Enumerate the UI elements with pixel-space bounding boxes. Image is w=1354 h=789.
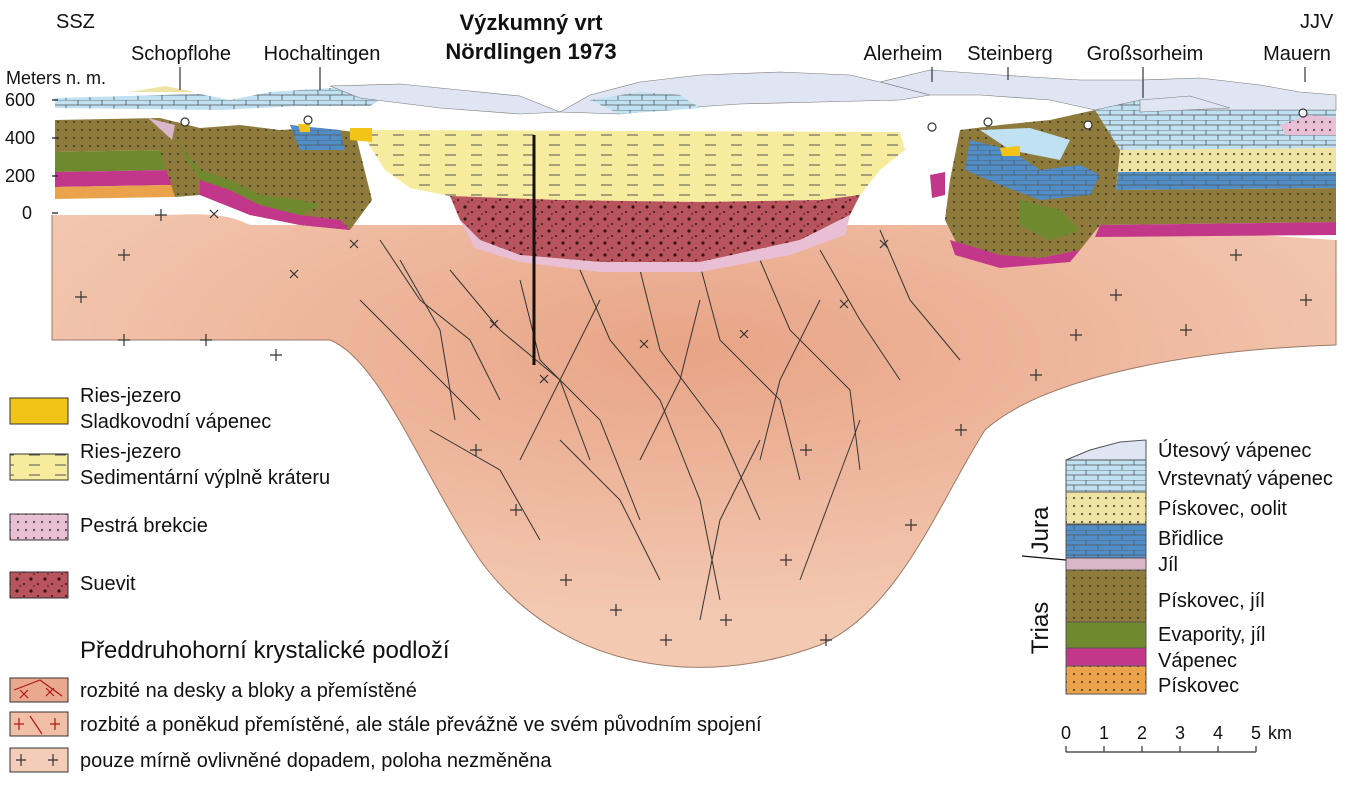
scale-bar xyxy=(1065,746,1257,753)
strat-label-shale: Břidlice xyxy=(1158,528,1224,550)
scale-tick-5: 5 xyxy=(1251,723,1261,743)
strat-limestone xyxy=(1065,647,1147,667)
legend-left: Ries-jezero Sladkovodní vápenec Ries-jez… xyxy=(9,385,762,773)
strat-label-limestone: Vápenec xyxy=(1158,650,1237,672)
strat-clay xyxy=(1065,557,1147,571)
strat-label-reef-limestone: Útesový vápenec xyxy=(1158,439,1311,462)
elevation-tick-0: 0 xyxy=(22,203,32,223)
basement-label-2: rozbité a poněkud přemístěné, ale stále … xyxy=(80,714,762,736)
title-line-2: Nördlingen 1973 xyxy=(445,39,616,64)
scale-tick-1: 1 xyxy=(1099,723,1109,743)
legend-label-breccia: Pestrá brekcie xyxy=(80,515,208,537)
strat-label-bedded-limestone: Vrstevnatý vápenec xyxy=(1158,468,1333,490)
place-schopflohe: Schopflohe xyxy=(131,43,231,65)
strat-evaporites xyxy=(1065,621,1147,649)
fracture-lines xyxy=(359,229,961,621)
elevation-axis xyxy=(52,99,58,214)
scale-unit: km xyxy=(1268,723,1292,743)
period-trias: Trias xyxy=(1027,602,1054,654)
legend-swatch-freshwater-limestone xyxy=(9,397,69,425)
basement-label-3: pouze mírně ovlivněné dopadem, poloha ne… xyxy=(80,750,552,772)
strat-label-sandstone-clay: Pískovec, jíl xyxy=(1158,590,1265,612)
strat-label-clay: Jíl xyxy=(1158,554,1178,576)
direction-left: SSZ xyxy=(56,11,95,33)
elevation-tick-200: 200 xyxy=(5,166,35,186)
place-grosssorheim: Großsorheim xyxy=(1087,43,1204,65)
strat-reef-limestone xyxy=(1065,439,1147,461)
legend-label-freshwater-limestone-1: Ries-jezero xyxy=(80,385,181,407)
basement-label-1: rozbité na desky a bloky a přemístěné xyxy=(80,680,417,702)
scale-tick-2: 2 xyxy=(1137,723,1147,743)
place-markers xyxy=(179,67,1308,132)
scale-tick-4: 4 xyxy=(1213,723,1223,743)
basement-body xyxy=(52,214,1336,668)
crater-fill xyxy=(298,124,1020,272)
strat-label-evaporites: Evapority, jíl xyxy=(1158,624,1265,646)
place-steinberg: Steinberg xyxy=(967,43,1053,65)
scale-tick-3: 3 xyxy=(1175,723,1185,743)
scale-tick-0: 0 xyxy=(1061,723,1071,743)
strat-column xyxy=(1021,439,1147,695)
period-jura: Jura xyxy=(1027,506,1054,553)
legend-label-freshwater-limestone-2: Sladkovodní vápenec xyxy=(80,411,271,433)
basement-swatch-1 xyxy=(9,677,69,703)
title-line-1: Výzkumný vrt xyxy=(459,10,603,35)
place-alerheim: Alerheim xyxy=(864,43,943,65)
place-hochaltingen: Hochaltingen xyxy=(264,43,381,65)
strat-label-sandstone: Pískovec xyxy=(1158,675,1239,697)
basement-heading: Předdruhohorní krystalické podloží xyxy=(80,637,450,664)
legend-label-crater-fill-1: Ries-jezero xyxy=(80,441,181,463)
left-strata xyxy=(55,83,561,230)
direction-right: JJV xyxy=(1300,11,1334,33)
elevation-tick-400: 400 xyxy=(5,128,35,148)
right-strata xyxy=(558,69,1337,268)
strat-label-sandstone-oolite: Pískovec, oolit xyxy=(1158,498,1287,520)
basement-markers xyxy=(75,209,1312,646)
place-mauern: Mauern xyxy=(1263,43,1331,65)
legend-label-suevite: Suevit xyxy=(80,573,136,595)
elevation-tick-600: 600 xyxy=(5,90,35,110)
elevation-label: Meters n. m. xyxy=(6,68,106,88)
legend-label-crater-fill-2: Sedimentární výplně kráteru xyxy=(80,467,330,489)
